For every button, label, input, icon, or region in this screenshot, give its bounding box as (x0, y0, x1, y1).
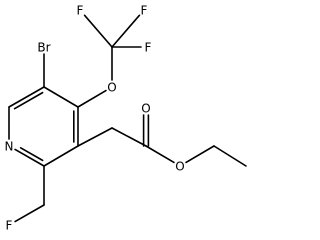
bond-c_ch2f-n1 (14, 148, 45, 167)
bond-c_ocf3-o_ether (77, 89, 107, 108)
atom-labels-layer: N BrO F F F O O F (5, 4, 185, 233)
atom-label-f-top-left: F (77, 4, 84, 18)
bond-c_h-c_br (8, 86, 45, 108)
bond-o_ester-c_ethyl1 (185, 145, 215, 164)
atom-label-br: Br (37, 41, 50, 55)
atom-label-f-right: F (145, 41, 152, 55)
bond-c_ring_sub-c_ch2 (77, 127, 113, 147)
molecule-structure: N BrO F F F O O F (5, 4, 247, 233)
atom-label-o-carbonyl: O (141, 102, 150, 116)
bond-c_fch2-f_left (14, 204, 45, 223)
bond-c_cf3-f_top_left (83, 14, 113, 48)
bond-c_ring_sub-c_ch2f (43, 145, 79, 167)
bond-c_ch2f-n1-inner (19, 147, 44, 162)
bond-c_ch2-c_carbonyl (111, 127, 147, 147)
bond-c_ethyl1-c_ethyl2 (213, 145, 247, 167)
bonds-layer (8, 14, 247, 223)
atom-label-o-ester: O (175, 160, 184, 174)
bond-c_h-c_br-inner (13, 91, 44, 110)
atom-label-o-ether: O (107, 81, 116, 95)
atom-label-f-left: F (6, 219, 13, 233)
bond-c_cf3-f_top_right (111, 14, 141, 48)
bond-c_carbonyl-o_ester (145, 145, 175, 164)
atom-label-n1: N (5, 140, 14, 154)
bond-c_br-c_ocf3 (43, 86, 79, 108)
atom-label-f-top-right: F (141, 4, 148, 18)
